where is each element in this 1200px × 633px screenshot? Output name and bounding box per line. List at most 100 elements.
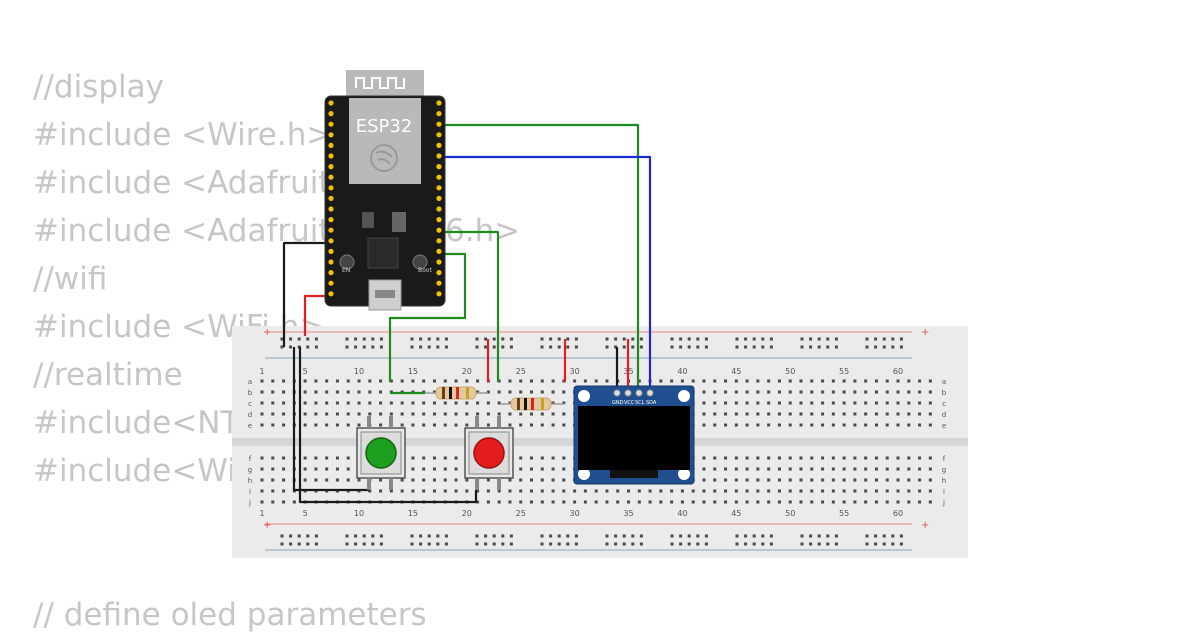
header-pin bbox=[328, 121, 334, 127]
header-pin bbox=[436, 142, 442, 148]
header-pin bbox=[436, 217, 442, 223]
antenna-trace-icon bbox=[355, 77, 405, 89]
column-number-label: 60 bbox=[893, 367, 903, 376]
resistor[interactable] bbox=[500, 397, 565, 411]
column-number-label: 10 bbox=[354, 509, 364, 518]
column-number-label: 1 bbox=[259, 367, 264, 376]
header-pin bbox=[436, 291, 442, 297]
column-number-label: 45 bbox=[731, 509, 741, 518]
header-pin bbox=[436, 206, 442, 212]
breadboard-holes bbox=[260, 337, 932, 546]
boot-label: Boot bbox=[418, 267, 432, 274]
row-letter-label: b bbox=[942, 389, 947, 397]
column-number-label: 55 bbox=[839, 367, 849, 376]
en-label: EN bbox=[342, 267, 350, 274]
header-pin bbox=[328, 185, 334, 191]
column-number-label: 20 bbox=[462, 509, 472, 518]
header-pin bbox=[328, 100, 334, 106]
esp32-board[interactable]: ESP32 Boot EN bbox=[324, 70, 446, 311]
row-letter-label: h bbox=[248, 477, 252, 485]
column-number-label: 45 bbox=[731, 367, 741, 376]
oled-pin-label: GND bbox=[612, 400, 624, 406]
header-pin bbox=[436, 153, 442, 159]
code-line: #include <Wire.h> bbox=[33, 117, 333, 153]
button-cap bbox=[473, 437, 505, 469]
row-letter-label: e bbox=[942, 422, 946, 430]
column-number-label: 60 bbox=[893, 509, 903, 518]
row-letter-label: c bbox=[248, 400, 252, 408]
header-pin bbox=[328, 280, 334, 286]
row-letter-label: j bbox=[942, 499, 945, 507]
row-letter-label: d bbox=[248, 411, 252, 419]
resistor[interactable] bbox=[425, 386, 488, 400]
oled-pin-label: SCL bbox=[635, 400, 645, 406]
header-pin bbox=[328, 195, 334, 201]
header-pin bbox=[328, 259, 334, 265]
column-number-label: 30 bbox=[570, 367, 580, 376]
en-button-icon bbox=[339, 254, 355, 270]
pushbutton-red[interactable] bbox=[464, 416, 514, 490]
header-pin bbox=[436, 174, 442, 180]
column-number-label: 5 bbox=[303, 509, 308, 518]
code-line: #include<WiF bbox=[33, 453, 254, 489]
rail-plus-label: + bbox=[263, 327, 271, 338]
column-number-label: 30 bbox=[570, 509, 580, 518]
oled-pin-label: SDA bbox=[646, 400, 657, 406]
pushbutton-green[interactable] bbox=[356, 416, 406, 490]
rail-plus-label: + bbox=[921, 520, 929, 531]
header-pin bbox=[328, 291, 334, 297]
header-pin bbox=[328, 270, 334, 276]
regulator bbox=[392, 212, 406, 232]
code-line: #include<NTP bbox=[33, 405, 259, 441]
wires bbox=[282, 123, 652, 504]
column-number-label: 50 bbox=[785, 367, 795, 376]
header-pin bbox=[328, 238, 334, 244]
header-pin bbox=[436, 227, 442, 233]
header-pin bbox=[436, 121, 442, 127]
rail-plus-label: + bbox=[263, 520, 271, 531]
header-pin bbox=[328, 142, 334, 148]
antenna-area bbox=[346, 70, 424, 100]
header-pin bbox=[436, 111, 442, 117]
oled-pin-label: VCC bbox=[624, 400, 635, 406]
header-pin bbox=[436, 248, 442, 254]
row-letter-label: b bbox=[248, 389, 253, 397]
header-pin bbox=[436, 280, 442, 286]
oled-display[interactable]: GND VCC SCL SDA bbox=[573, 385, 695, 485]
header-pin bbox=[328, 153, 334, 159]
column-number-label: 15 bbox=[408, 367, 418, 376]
row-letter-label: g bbox=[942, 466, 946, 474]
header-pin bbox=[436, 195, 442, 201]
row-letter-label: i bbox=[943, 488, 945, 496]
header-pin bbox=[436, 164, 442, 170]
code-line: //realtime bbox=[33, 357, 183, 393]
header-pin bbox=[328, 206, 334, 212]
header-pin bbox=[328, 111, 334, 117]
code-line: #include <Adafruit_ bbox=[33, 213, 347, 249]
column-number-label: 25 bbox=[516, 509, 526, 518]
usb-chip bbox=[367, 237, 399, 269]
espressif-logo-icon bbox=[370, 144, 398, 172]
row-letter-label: j bbox=[248, 499, 251, 507]
header-pin bbox=[328, 217, 334, 223]
column-number-label: 10 bbox=[354, 367, 364, 376]
header-pin bbox=[436, 132, 442, 138]
code-line: //display bbox=[33, 69, 164, 105]
esp32-label: ESP32 bbox=[356, 116, 413, 137]
rail-plus-label: + bbox=[921, 327, 929, 338]
code-line: #include <Adafruit_ bbox=[33, 165, 347, 201]
row-letter-label: a bbox=[942, 378, 946, 386]
column-number-label: 40 bbox=[677, 367, 687, 376]
header-pin bbox=[328, 227, 334, 233]
header-pin bbox=[436, 185, 442, 191]
row-letter-label: i bbox=[249, 488, 251, 496]
code-line: // define oled parameters bbox=[33, 597, 427, 633]
row-letter-label: a bbox=[248, 378, 252, 386]
wire-black-gnd-to-green-button bbox=[292, 347, 370, 492]
button-cap bbox=[365, 437, 397, 469]
column-number-label: 40 bbox=[677, 509, 687, 518]
column-number-label: 50 bbox=[785, 509, 795, 518]
header-pin bbox=[436, 259, 442, 265]
esp32-pins bbox=[328, 100, 442, 297]
